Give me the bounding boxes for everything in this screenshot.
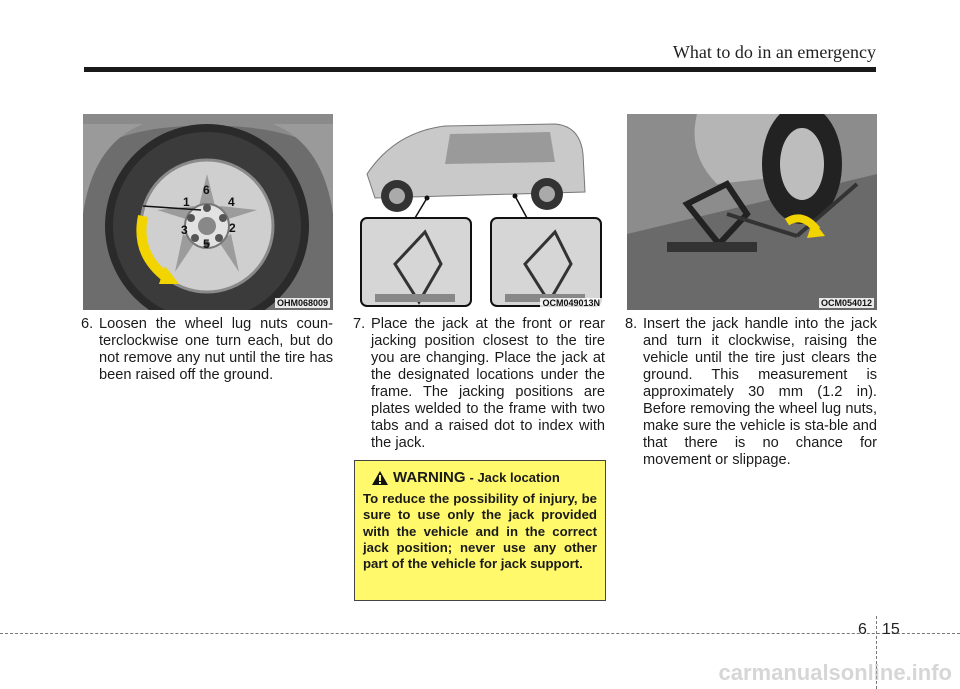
warning-header: WARNING - Jack location bbox=[371, 469, 597, 486]
footer-rule bbox=[0, 633, 960, 634]
figure-wheel-lug-nuts: 6 1 4 3 2 5 OHM068009 bbox=[83, 114, 333, 310]
step-7: 7. Place the jack at the front or rear j… bbox=[353, 316, 605, 452]
page-number: 15 bbox=[882, 621, 900, 638]
warning-body: To reduce the possibility of injury, be … bbox=[363, 491, 597, 572]
lug-label-2: 2 bbox=[229, 221, 236, 235]
warning-subtitle: - Jack location bbox=[469, 470, 560, 485]
step-text: Place the jack at the front or rear jack… bbox=[371, 316, 605, 451]
figure-code: OHM068009 bbox=[274, 298, 330, 308]
lug-label-6: 6 bbox=[203, 183, 210, 197]
header-rule bbox=[84, 67, 876, 72]
header-title: What to do in an emergency bbox=[672, 42, 876, 62]
lug-label-3: 3 bbox=[181, 223, 188, 237]
lug-label-4: 4 bbox=[228, 195, 235, 209]
jack-handle-illustration bbox=[627, 114, 877, 310]
figure-jack-handle: OCM054012 bbox=[627, 114, 877, 310]
step-text: Insert the jack handle into the jack and… bbox=[643, 316, 877, 468]
warning-triangle-icon bbox=[372, 470, 388, 485]
step-text: Loosen the wheel lug nuts coun-terclockw… bbox=[99, 316, 333, 383]
footer-divider bbox=[876, 616, 877, 689]
step-number: 8. bbox=[625, 316, 638, 332]
wheel-illustration bbox=[83, 114, 333, 310]
vehicle-jack-illustration bbox=[355, 114, 605, 310]
chapter-number: 6 bbox=[858, 621, 867, 638]
step-number: 6. bbox=[81, 316, 94, 332]
watermark: carmanualsonline.info bbox=[718, 660, 953, 685]
warning-box: WARNING - Jack location To reduce the po… bbox=[354, 460, 606, 601]
figure-code: OCM054012 bbox=[818, 298, 874, 308]
lug-label-5: 5 bbox=[203, 237, 210, 251]
figure-code: OCM049013N bbox=[540, 298, 602, 308]
step-6: 6. Loosen the wheel lug nuts coun-terclo… bbox=[81, 316, 333, 384]
lug-label-1: 1 bbox=[183, 195, 190, 209]
lug-number-labels: 6 1 4 3 2 5 bbox=[181, 183, 236, 251]
step-number: 7. bbox=[353, 316, 366, 332]
figure-jack-positions: OCM049013N bbox=[355, 114, 605, 310]
warning-title: WARNING bbox=[393, 469, 466, 486]
step-8: 8. Insert the jack handle into the jack … bbox=[625, 316, 877, 469]
